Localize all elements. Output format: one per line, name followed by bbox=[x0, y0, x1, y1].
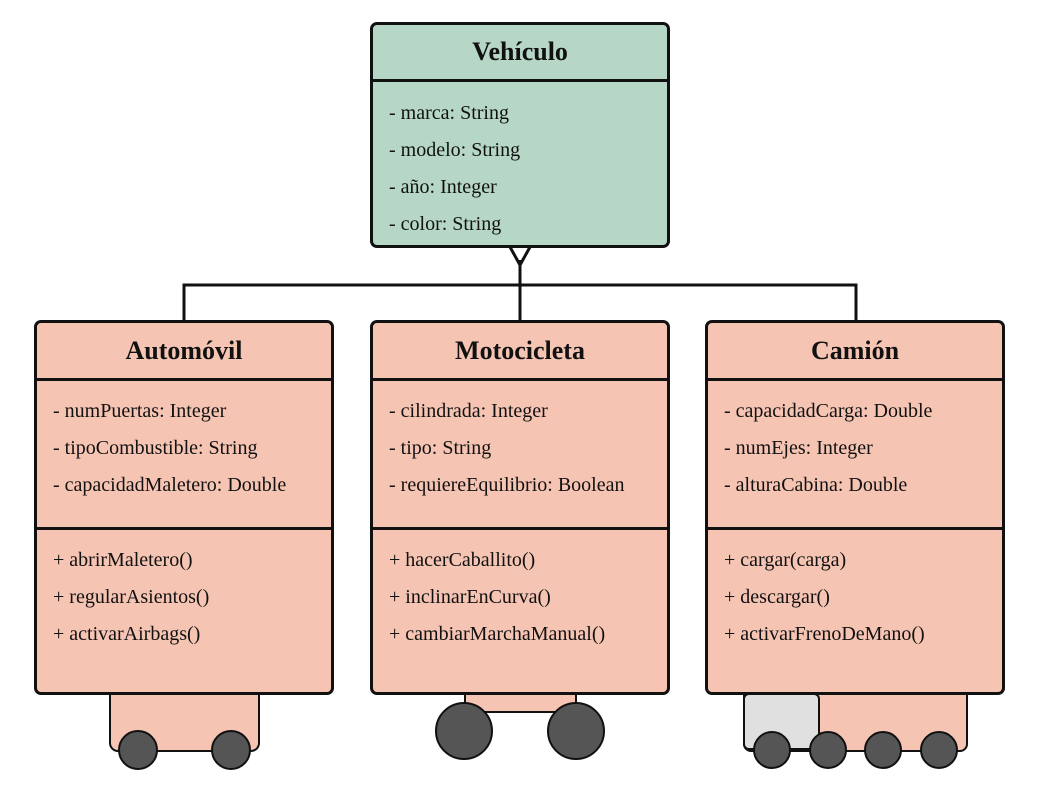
method: + activarFrenoDeMano() bbox=[724, 623, 925, 645]
attribute: - año: Integer bbox=[389, 176, 497, 198]
class-title: Vehículo bbox=[373, 25, 667, 82]
attribute: - alturaCabina: Double bbox=[724, 474, 908, 496]
methods-compartment: + abrirMaletero() + regularAsientos() + … bbox=[37, 530, 331, 653]
class-title: Automóvil bbox=[37, 323, 331, 381]
class-motocicleta: Motocicleta - cilindrada: Integer - tipo… bbox=[370, 320, 670, 695]
attribute: - tipo: String bbox=[389, 437, 492, 459]
method: + activarAirbags() bbox=[53, 623, 201, 645]
method: + descargar() bbox=[724, 586, 830, 608]
method: + inclinarEnCurva() bbox=[389, 586, 551, 608]
method: + cargar(carga) bbox=[724, 549, 847, 571]
attribute: - cilindrada: Integer bbox=[389, 400, 548, 422]
method: + cambiarMarchaManual() bbox=[389, 623, 606, 645]
class-camion: Camión - capacidadCarga: Double - numEje… bbox=[705, 320, 1005, 695]
methods-compartment: + cargar(carga) + descargar() + activarF… bbox=[708, 530, 1002, 653]
attribute: - tipoCombustible: String bbox=[53, 437, 258, 459]
class-automovil: Automóvil - numPuertas: Integer - tipoCo… bbox=[34, 320, 334, 695]
method: + abrirMaletero() bbox=[53, 549, 193, 571]
methods-compartment: + hacerCaballito() + inclinarEnCurva() +… bbox=[373, 530, 667, 653]
attributes-compartment: - capacidadCarga: Double - numEjes: Inte… bbox=[708, 381, 1002, 530]
method: + hacerCaballito() bbox=[389, 549, 536, 571]
method: + regularAsientos() bbox=[53, 586, 210, 608]
inheritance-arrowhead bbox=[508, 246, 532, 269]
attribute: - modelo: String bbox=[389, 139, 521, 161]
attributes-compartment: - marca: String - modelo: String - año: … bbox=[373, 82, 667, 243]
attributes-compartment: - numPuertas: Integer - tipoCombustible:… bbox=[37, 381, 331, 530]
attribute: - numPuertas: Integer bbox=[53, 400, 227, 422]
attribute: - capacidadCarga: Double bbox=[724, 400, 933, 422]
attribute: - capacidadMaletero: Double bbox=[53, 474, 287, 496]
inheritance-connector bbox=[182, 260, 858, 322]
car-icon bbox=[109, 676, 260, 770]
attribute: - color: String bbox=[389, 213, 502, 235]
class-vehiculo: Vehículo - marca: String - modelo: Strin… bbox=[370, 22, 670, 248]
attribute: - requiereEquilibrio: Boolean bbox=[389, 474, 625, 496]
attribute: - marca: String bbox=[389, 102, 509, 124]
class-title: Camión bbox=[708, 323, 1002, 381]
class-title: Motocicleta bbox=[373, 323, 667, 381]
attributes-compartment: - cilindrada: Integer - tipo: String - r… bbox=[373, 381, 667, 530]
attribute: - numEjes: Integer bbox=[724, 437, 873, 459]
